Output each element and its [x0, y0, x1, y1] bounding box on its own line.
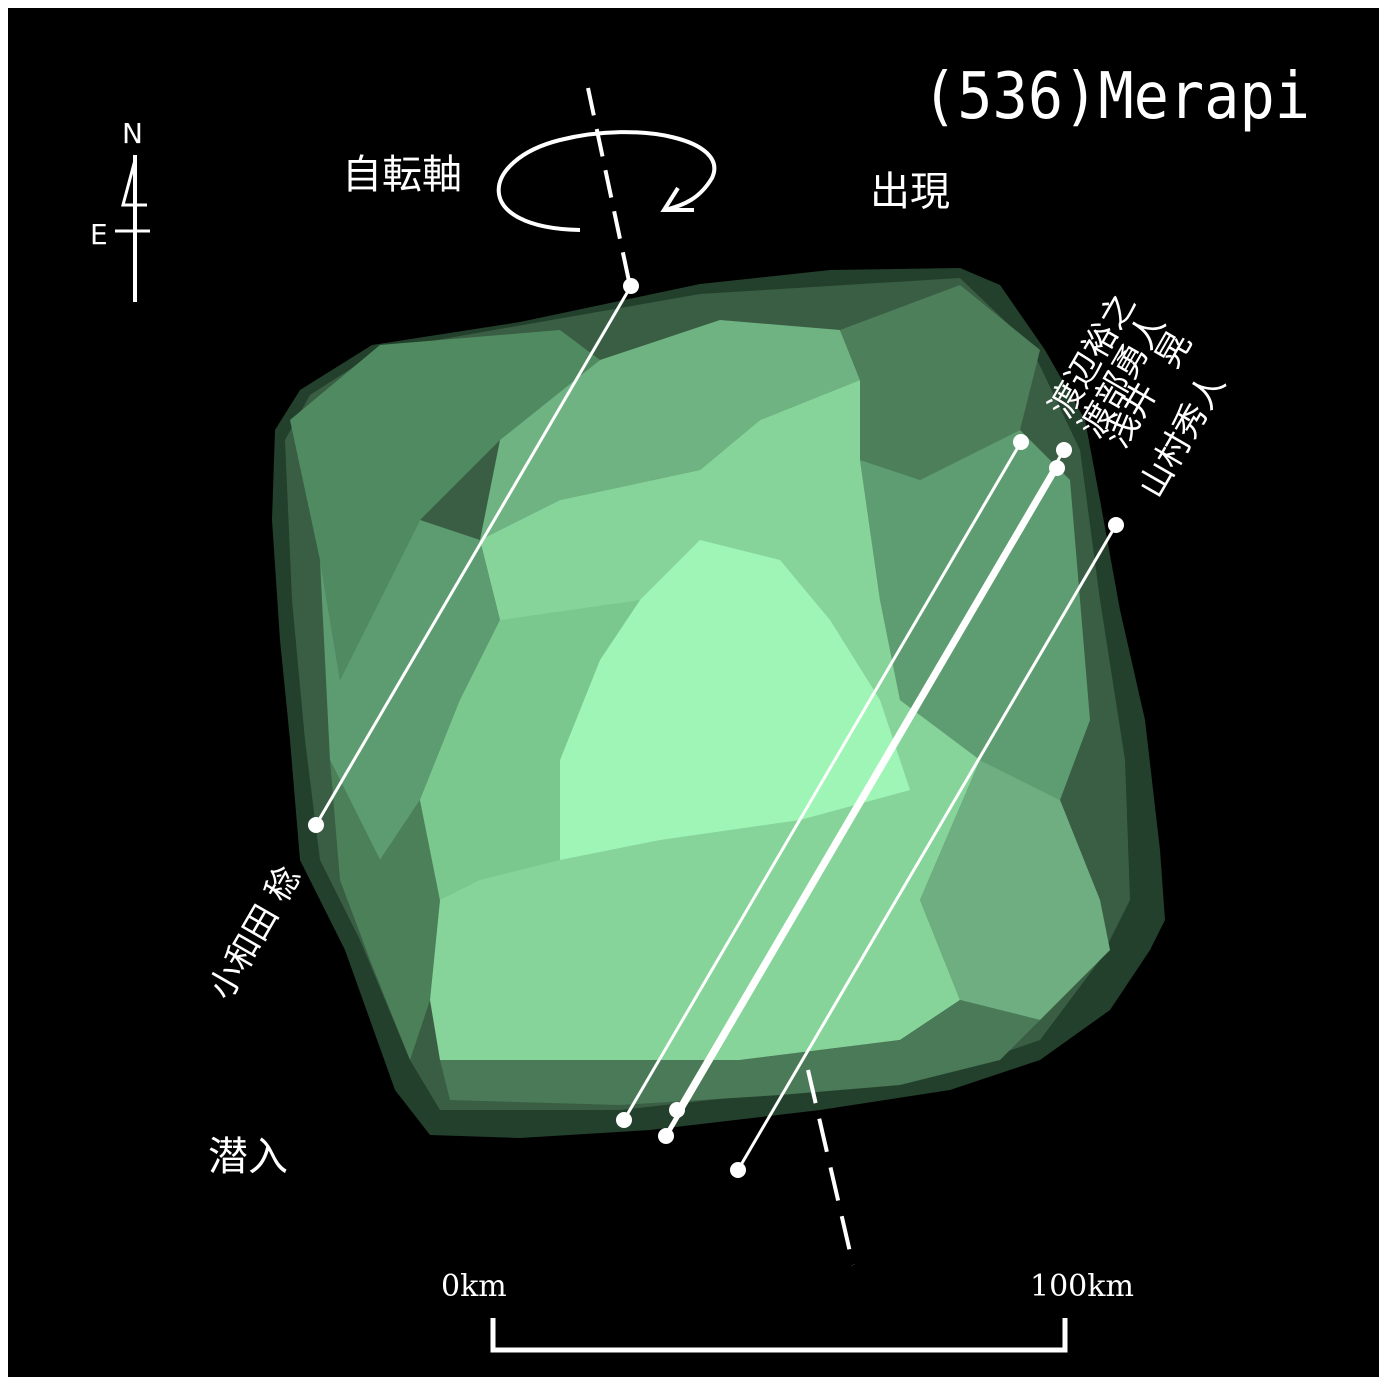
scale-bar: 0km 100km: [441, 1269, 1134, 1353]
facet-left-low: [330, 760, 440, 1060]
compass: N E: [90, 117, 150, 302]
disappear-label: 潜入: [208, 1134, 288, 1180]
chord-asai: [658, 460, 1065, 1144]
north-arrow-icon: [121, 159, 147, 207]
chord-endpoint: [1049, 460, 1065, 476]
rotation-axis: 自転軸: [342, 87, 855, 1266]
facet-upper-left: [290, 330, 600, 680]
chord-endpoint: [1013, 434, 1029, 450]
title: (536)Merapi: [922, 60, 1310, 134]
compass-east-label: E: [90, 218, 108, 251]
scale-bar-line: [490, 1318, 1068, 1353]
scale-end-label: 100km: [1030, 1269, 1134, 1304]
chord-endpoint: [308, 817, 324, 833]
rotation-arrow-icon: [496, 130, 717, 232]
appear-label: 出現: [870, 169, 950, 215]
chord-endpoint: [616, 1112, 632, 1128]
chord-yamamura: [730, 517, 1124, 1178]
scale-start-label: 0km: [441, 1269, 507, 1304]
chord-endpoint: [658, 1128, 674, 1144]
chord-endpoint: [1108, 517, 1124, 533]
chord-line: [663, 466, 1060, 1138]
chord-line: [622, 441, 1023, 1121]
rotation-axis-label: 自転軸: [342, 152, 462, 198]
facet-center-mid: [420, 600, 640, 900]
chords: [308, 278, 1124, 1178]
chord-endpoint: [1056, 442, 1072, 458]
compass-north-label: N: [122, 117, 143, 150]
chord-watanabe-hayato: [669, 442, 1072, 1118]
chord-line: [675, 449, 1066, 1111]
facet-left-mid: [320, 520, 500, 860]
chord-watanabe-hiroyuki: [616, 434, 1029, 1128]
rotation-arrowhead-icon: [660, 186, 694, 212]
chord-line: [314, 285, 633, 826]
chord-line: [736, 524, 1118, 1171]
facet-upper-right: [840, 285, 1040, 480]
rotation-axis-lower: [806, 1069, 855, 1266]
facet-upper-mid: [480, 320, 860, 540]
chord-endpoint: [623, 278, 639, 294]
facet-right-low: [920, 760, 1110, 1020]
rotation-axis-upper: [586, 87, 632, 287]
chord-endpoint: [730, 1162, 746, 1178]
chord-owada: [308, 278, 639, 833]
asteroid-shape: [272, 268, 1165, 1138]
facet-bottom: [440, 1000, 1040, 1105]
